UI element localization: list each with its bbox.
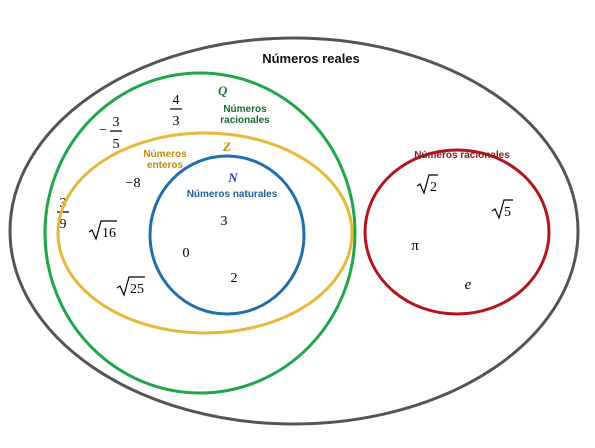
radicand: 2	[430, 180, 437, 195]
rationals-label-1: Números	[223, 104, 267, 115]
radical-sign	[491, 199, 513, 220]
integers-symbol: Z	[222, 139, 231, 154]
fraction-numerator: 4	[173, 93, 180, 108]
radicand: 5	[504, 205, 511, 220]
number-zero: 0	[183, 246, 190, 261]
number-neg-eight: −8	[126, 176, 141, 191]
radical-sign	[416, 174, 438, 195]
fraction-sign: −	[99, 123, 107, 138]
radical-sign	[116, 276, 145, 297]
sqrt-twenty-five: 25	[116, 276, 145, 297]
naturals-ellipse	[148, 154, 306, 316]
number-three: 3	[221, 214, 228, 229]
fraction-neg-three-fifths: − 3 5	[99, 115, 122, 152]
fraction-denominator: 3	[173, 114, 180, 129]
fraction-denominator: 9	[60, 217, 67, 232]
naturals-symbol: N	[227, 170, 238, 185]
rationals-label-2: racionales	[220, 115, 270, 126]
rationals-ellipse	[43, 71, 357, 395]
radicand: 16	[102, 226, 116, 241]
rationals-symbol: Q	[218, 83, 228, 98]
number-e: e	[465, 277, 472, 293]
irrationals-label: Números racionales	[414, 150, 510, 161]
sqrt-five: 5	[491, 199, 513, 220]
integers-label-2: enteros	[147, 160, 184, 171]
naturals-label: Números naturales	[187, 189, 278, 200]
fraction-four-thirds: 4 3	[170, 93, 182, 129]
irrationals-ellipse	[363, 148, 551, 316]
sqrt-two: 2	[416, 174, 438, 195]
integers-ellipse	[56, 131, 354, 335]
number-two: 2	[231, 271, 238, 286]
reals-ellipse	[8, 36, 580, 426]
reals-title: Números reales	[262, 51, 360, 66]
integers-label-1: Números	[143, 149, 187, 160]
radicand: 25	[130, 282, 144, 297]
fraction-numerator: 3	[113, 115, 120, 130]
sqrt-sixteen: 16	[88, 220, 117, 241]
number-pi: π	[411, 238, 419, 254]
fraction-denominator: 5	[113, 137, 120, 152]
radical-sign	[88, 220, 117, 241]
